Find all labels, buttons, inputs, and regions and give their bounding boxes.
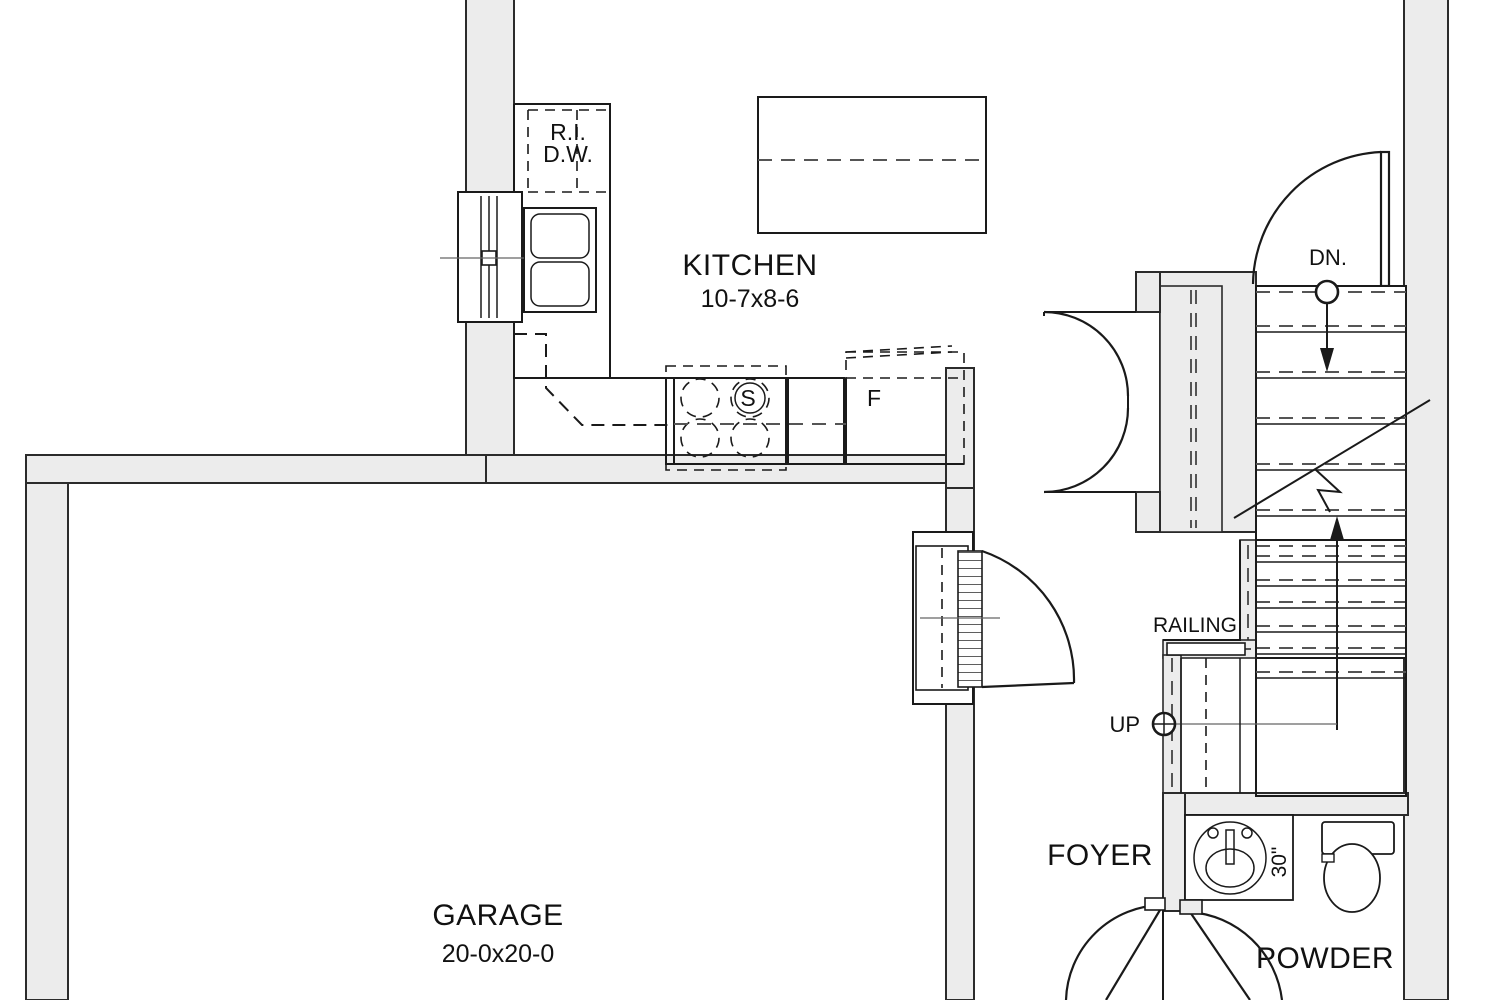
- front-door: [1179, 899, 1284, 1000]
- kitchen-window: [440, 191, 524, 323]
- burner-top-right: [730, 378, 770, 418]
- kitchen-label: KITCHEN: [682, 249, 817, 282]
- wall-kitchen-right: [945, 367, 975, 489]
- burner-bottom-right: [730, 418, 770, 458]
- kitchen-dimensions: 10-7x8-6: [701, 285, 800, 313]
- garage-door-swing-arc: [981, 549, 1076, 684]
- refrigerator-door-swing-2: [845, 351, 953, 359]
- wall-closet-nub-bottom: [1135, 491, 1161, 533]
- rough-in-label-line1: R.I.: [550, 119, 586, 145]
- garage-door-leaf: [957, 550, 983, 688]
- kitchen-casework: R.I. D.W. S F: [513, 96, 987, 471]
- foyer-label: FOYER: [1047, 839, 1153, 872]
- rough-in-label-line2: D.W.: [543, 141, 593, 167]
- upper-cabinet-dashed-outline: [514, 333, 674, 426]
- wall-garage-left: [25, 454, 69, 1000]
- burner-bottom-left: [680, 418, 720, 458]
- railing-cap: [1166, 642, 1246, 656]
- counter-front-line: [673, 378, 964, 465]
- railing-outline: [1163, 540, 1241, 641]
- wall-closet-nub-top: [1135, 271, 1161, 313]
- room-labels: KITCHEN 10-7x8-6 GARAGE 20-0x20-0 FOYER …: [432, 249, 1394, 975]
- faucet-handle-right: [1241, 827, 1253, 839]
- wall-kitchen-bottom: [465, 454, 975, 484]
- kitchen-island: [757, 96, 987, 234]
- stair-break-zigzag: [1315, 469, 1343, 513]
- wall-powder-left: [1162, 792, 1186, 912]
- dn-label: DN.: [1309, 245, 1347, 270]
- wall-kitchen-left-upper: [465, 0, 515, 195]
- lavatory-basin-outer: [1193, 821, 1267, 895]
- garage-door-swing-line: [981, 681, 1075, 689]
- toilet-bowl: [1323, 843, 1381, 913]
- refrigerator-door-swing-1: [845, 345, 953, 353]
- stove-symbol-label: S: [740, 385, 755, 411]
- powder-door-swing-arc: [1064, 903, 1164, 1000]
- dn-start-marker: [1314, 279, 1340, 305]
- sink-bowl-upper: [530, 213, 590, 259]
- stairs-upper-run: DN.: [1233, 245, 1431, 659]
- powder-door-threshold: [1144, 897, 1166, 911]
- closet-door-arc-bottom: [1043, 407, 1130, 494]
- dn-arrow-head: [1320, 348, 1334, 372]
- sink-outer: [523, 207, 597, 313]
- walls-group: [25, 0, 1449, 1000]
- refrigerator-symbol-label: F: [867, 385, 881, 411]
- powder-door: [1064, 897, 1166, 1000]
- powder-label: POWDER: [1256, 942, 1394, 975]
- front-door-threshold: [1179, 899, 1203, 915]
- vanity-height-label: 30": [1268, 847, 1291, 878]
- base-cabinet-middle: [787, 377, 845, 465]
- wall-garage-top: [25, 454, 487, 484]
- wall-kitchen-left-lower: [465, 319, 515, 469]
- stair-door-leaf: [1379, 150, 1391, 288]
- up-label: UP: [1109, 712, 1140, 737]
- faucet-spout: [1225, 829, 1235, 865]
- faucet-handle-left: [1207, 827, 1219, 839]
- toilet-supply: [1321, 853, 1335, 863]
- wall-right-exterior: [1403, 0, 1449, 1000]
- garage-entry-door: [912, 531, 1076, 705]
- stair-break-line-1: [1233, 399, 1431, 519]
- up-arrow-head: [1330, 516, 1344, 540]
- closet-double-door: [1043, 310, 1136, 494]
- lavatory-basin-inner: [1205, 848, 1255, 888]
- counter-left-edge-bottom: [513, 320, 674, 379]
- stove-symbol-ring: [734, 382, 766, 414]
- stairs-lower-run: UP RAILING: [1109, 516, 1407, 797]
- powder-room-fixtures: 30": [1184, 814, 1395, 913]
- sink-bowl-lower: [530, 261, 590, 307]
- burner-top-left: [680, 378, 720, 418]
- railing-label: RAILING: [1153, 614, 1237, 637]
- powder-door-leaf: [1105, 904, 1164, 1000]
- front-door-swing-arc: [1189, 910, 1284, 1000]
- front-door-leaf: [1189, 911, 1251, 1000]
- garage-label: GARAGE: [432, 899, 563, 932]
- stair-door-swing-arc: [1251, 150, 1382, 285]
- closet-door-arc-top: [1043, 310, 1130, 397]
- garage-dimensions: 20-0x20-0: [442, 940, 555, 968]
